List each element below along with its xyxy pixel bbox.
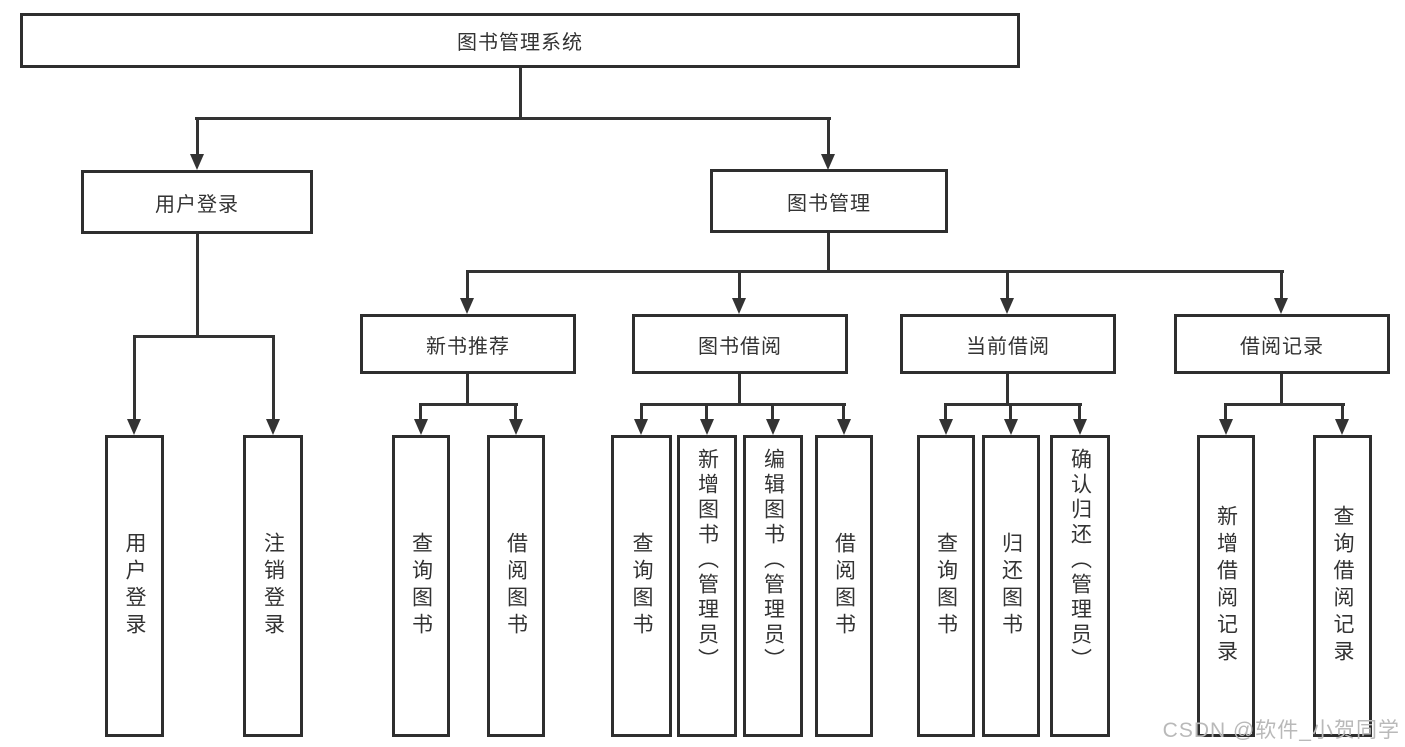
arrow-down-icon <box>266 419 280 435</box>
leaf-query-books-current: 查询图书 <box>917 435 975 737</box>
arrow-down-icon <box>460 298 474 314</box>
node-label: 查询图书 <box>409 532 433 640</box>
node-label: 查询图书 <box>630 532 653 640</box>
node-label: 确认归还（管理员） <box>1068 448 1092 673</box>
leaf-return-book: 归还图书 <box>982 435 1040 737</box>
node-library-management-system: 图书管理系统 <box>20 13 1020 68</box>
connector-line <box>827 119 830 156</box>
connector-line <box>944 403 1082 406</box>
arrow-down-icon <box>732 298 746 314</box>
node-label: 图书管理 <box>787 192 871 215</box>
arrow-down-icon <box>414 419 428 435</box>
node-label: 用户登录 <box>155 193 239 216</box>
node-label: 当前借阅 <box>966 335 1050 358</box>
node-label: 新增借阅记录 <box>1214 505 1238 667</box>
connector-line <box>519 68 522 118</box>
connector-line <box>196 234 199 336</box>
csdn-watermark: CSDN @软件_小贺同学 <box>1162 719 1400 742</box>
leaf-add-book-admin: 新增图书（管理员） <box>677 435 737 737</box>
connector-line <box>272 338 275 420</box>
node-label: 查询图书 <box>934 532 958 640</box>
connector-line <box>640 406 643 421</box>
arrow-down-icon <box>1073 419 1087 435</box>
node-current-borrowing: 当前借阅 <box>900 314 1116 374</box>
leaf-query-borrowing-record: 查询借阅记录 <box>1313 435 1372 737</box>
arrow-down-icon <box>1219 419 1233 435</box>
leaf-query-books-borrowing: 查询图书 <box>611 435 672 737</box>
arrow-down-icon <box>190 154 204 170</box>
node-label: 新增图书（管理员） <box>695 448 719 673</box>
node-label: 图书借阅 <box>698 335 782 358</box>
arrow-down-icon <box>1004 419 1018 435</box>
arrow-down-icon <box>1000 298 1014 314</box>
connector-line <box>466 272 469 299</box>
node-label: 查询借阅记录 <box>1331 505 1354 667</box>
connector-line <box>195 117 831 120</box>
arrow-down-icon <box>1335 419 1349 435</box>
connector-line <box>196 119 199 156</box>
connector-line <box>133 335 275 338</box>
arrow-down-icon <box>837 419 851 435</box>
node-new-book-recommendation: 新书推荐 <box>360 314 576 374</box>
connector-line <box>514 406 517 421</box>
connector-line <box>842 406 845 421</box>
leaf-confirm-return-admin: 确认归还（管理员） <box>1050 435 1110 737</box>
node-label: 借阅记录 <box>1240 335 1324 358</box>
arrow-down-icon <box>821 154 835 170</box>
leaf-query-books-recommend: 查询图书 <box>392 435 450 737</box>
connector-line <box>1009 406 1012 421</box>
arrow-down-icon <box>766 419 780 435</box>
connector-line <box>1341 406 1344 421</box>
node-label: 注销登录 <box>261 532 285 640</box>
connector-line <box>1224 406 1227 421</box>
leaf-borrow-books-recommend: 借阅图书 <box>487 435 545 737</box>
connector-line <box>419 406 422 421</box>
arrow-down-icon <box>700 419 714 435</box>
connector-line <box>738 374 741 405</box>
connector-line <box>705 406 708 421</box>
node-user-login: 用户登录 <box>81 170 313 234</box>
node-book-management: 图书管理 <box>710 169 948 233</box>
connector-line <box>466 374 469 405</box>
node-label: 借阅图书 <box>504 532 528 640</box>
node-book-borrowing: 图书借阅 <box>632 314 848 374</box>
connector-line <box>738 272 741 299</box>
node-label: 归还图书 <box>999 532 1023 640</box>
node-label: 用户登录 <box>123 532 146 640</box>
arrow-down-icon <box>634 419 648 435</box>
connector-line <box>944 406 947 421</box>
arrow-down-icon <box>1274 298 1288 314</box>
connector-line <box>133 338 136 420</box>
arrow-down-icon <box>509 419 523 435</box>
node-label: 新书推荐 <box>426 335 510 358</box>
arrow-down-icon <box>127 419 141 435</box>
connector-line <box>1280 374 1283 405</box>
connector-line <box>640 403 846 406</box>
connector-line <box>1280 272 1283 299</box>
connector-line <box>827 233 830 271</box>
node-label: 借阅图书 <box>832 532 856 640</box>
node-borrowing-records: 借阅记录 <box>1174 314 1390 374</box>
node-label: 编辑图书（管理员） <box>761 448 785 673</box>
leaf-user-login: 用户登录 <box>105 435 164 737</box>
node-label: 图书管理系统 <box>457 32 583 54</box>
arrow-down-icon <box>939 419 953 435</box>
connector-line <box>419 403 518 406</box>
connector-line <box>1006 272 1009 299</box>
connector-line <box>1006 374 1009 405</box>
leaf-edit-book-admin: 编辑图书（管理员） <box>743 435 803 737</box>
connector-line <box>466 270 1284 273</box>
leaf-add-borrowing-record: 新增借阅记录 <box>1197 435 1255 737</box>
connector-line <box>1224 403 1345 406</box>
connector-line <box>771 406 774 421</box>
leaf-logout: 注销登录 <box>243 435 303 737</box>
leaf-borrow-books-borrowing: 借阅图书 <box>815 435 873 737</box>
connector-line <box>1078 406 1081 421</box>
